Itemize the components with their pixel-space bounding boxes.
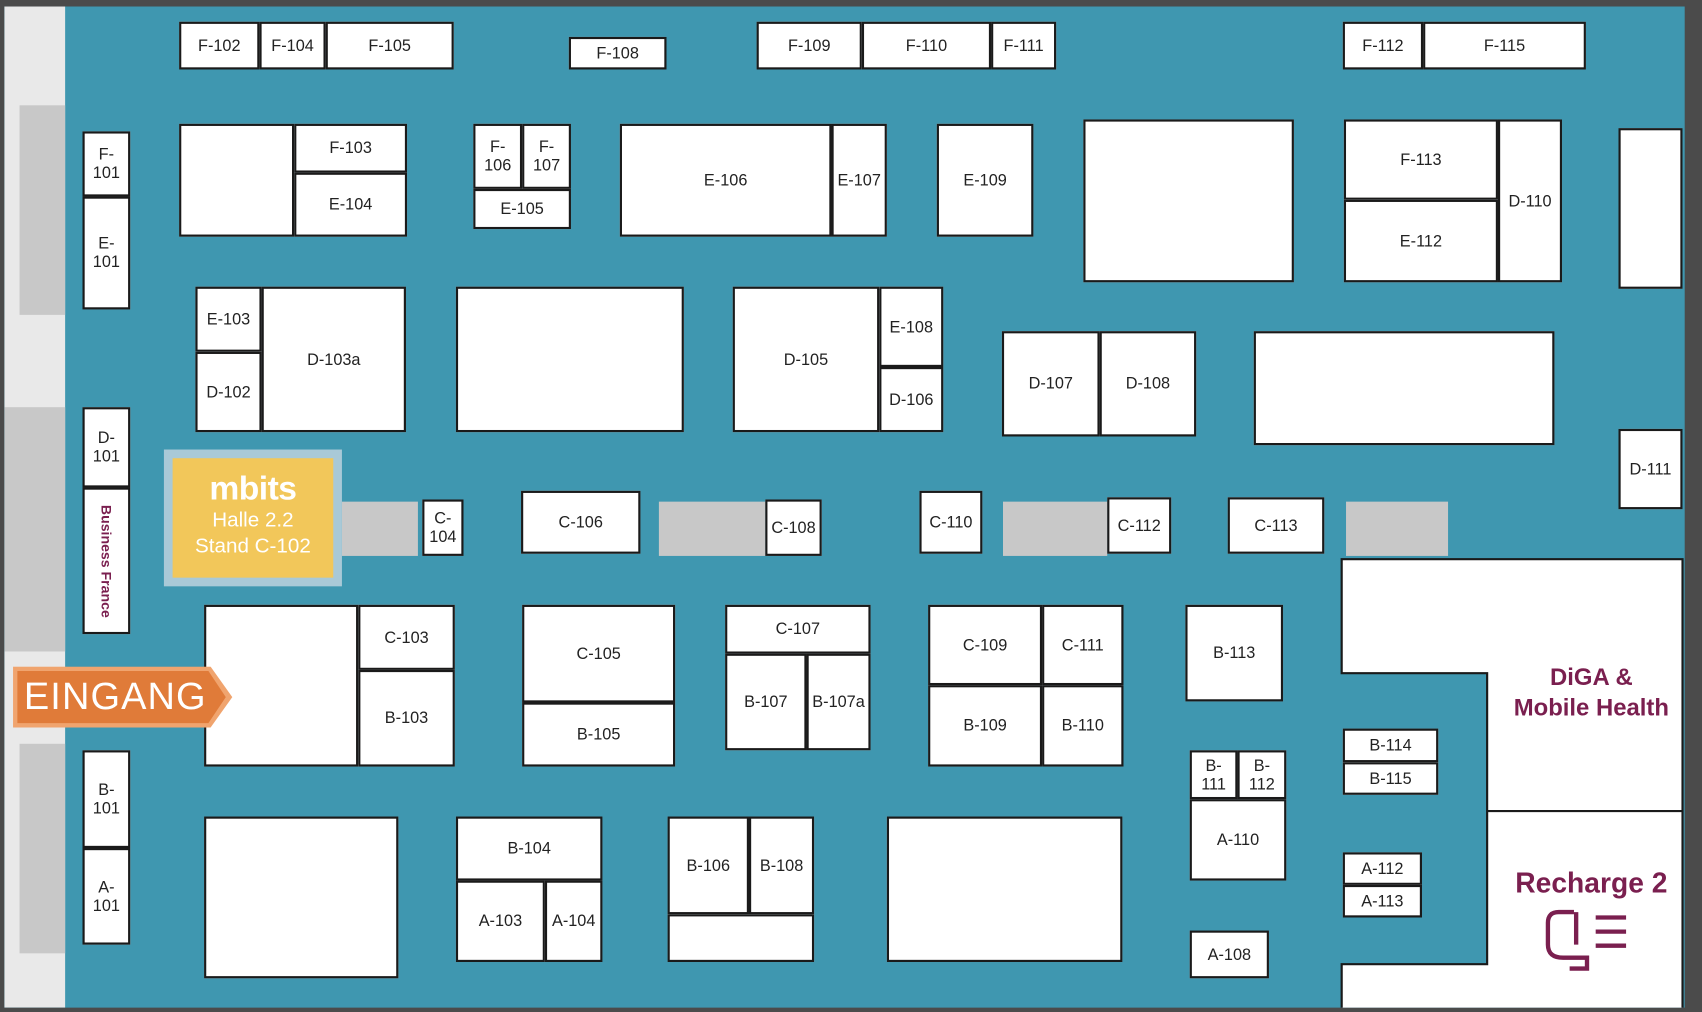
mbits-logo: mbits — [209, 469, 297, 508]
booth-e-107[interactable]: E-107 — [831, 123, 887, 237]
booth-d-105[interactable]: D-105 — [732, 286, 880, 433]
recharge-icon — [1545, 909, 1627, 971]
booth-a-104[interactable]: A-104 — [544, 880, 603, 963]
booth-b-112[interactable]: B- 112 — [1237, 750, 1287, 800]
booth-f-103[interactable]: F-103 — [294, 123, 408, 173]
booth-f-113[interactable]: F-113 — [1343, 119, 1498, 200]
booth-f-109[interactable]: F-109 — [756, 21, 862, 70]
booth-e-112[interactable]: E-112 — [1343, 199, 1498, 283]
booth-c-110[interactable]: C-110 — [919, 490, 983, 554]
booth-f-108[interactable]: F-108 — [568, 36, 667, 70]
booth-f-105[interactable]: F-105 — [325, 21, 454, 70]
booth-f-101[interactable]: F- 101 — [82, 131, 131, 197]
booth-b-105[interactable]: B-105 — [522, 702, 676, 767]
booth-b-101[interactable]: B- 101 — [82, 750, 131, 849]
booth-c-113[interactable]: C-113 — [1227, 497, 1325, 554]
booth-b-111[interactable]: B- 111 — [1189, 750, 1238, 800]
aisle-area — [658, 501, 766, 556]
booth-a-103[interactable]: A-103 — [455, 880, 545, 963]
booth-b-108[interactable]: B-108 — [748, 816, 815, 915]
aisle-area — [341, 501, 418, 556]
zone-diga-mobile-health[interactable]: DiGA & Mobile Health — [1513, 663, 1669, 721]
booth-c-107[interactable]: C-107 — [725, 604, 871, 654]
booth-b-114[interactable]: B-114 — [1342, 728, 1439, 763]
zone-outline — [1340, 558, 1684, 1008]
booth-a-113[interactable]: A-113 — [1342, 884, 1423, 918]
booth-e-103[interactable]: E-103 — [195, 286, 262, 352]
booth-unlabeled[interactable] — [204, 816, 399, 979]
booth-c-109[interactable]: C-109 — [928, 604, 1043, 686]
booth-b-115[interactable]: B-115 — [1342, 762, 1439, 795]
booth-c-112[interactable]: C-112 — [1107, 497, 1172, 554]
booth-unlabeled[interactable] — [1083, 119, 1294, 283]
booth-unlabeled[interactable] — [455, 286, 684, 433]
booth-unlabeled[interactable] — [179, 123, 295, 237]
booth-b-110[interactable]: B-110 — [1042, 685, 1124, 767]
booth-d-102[interactable]: D-102 — [195, 351, 262, 433]
booth-a-101[interactable]: A- 101 — [82, 848, 131, 945]
booth-unlabeled[interactable] — [1253, 331, 1555, 446]
booth-c-105[interactable]: C-105 — [522, 604, 676, 703]
booth-e-106[interactable]: E-106 — [619, 123, 832, 237]
booth-d-103a[interactable]: D-103a — [261, 286, 406, 433]
side-area — [19, 743, 66, 954]
booth-f-111[interactable]: F-111 — [991, 21, 1057, 70]
aisle-area — [1346, 501, 1449, 556]
booth-f-115[interactable]: F-115 — [1423, 21, 1586, 70]
booth-e-104[interactable]: E-104 — [294, 172, 408, 237]
side-area — [19, 105, 66, 315]
booth-unlabeled[interactable] — [667, 914, 815, 963]
booth-c-111[interactable]: C-111 — [1042, 604, 1124, 686]
booth-a-108[interactable]: A-108 — [1189, 930, 1269, 979]
booth-a-112[interactable]: A-112 — [1342, 852, 1423, 885]
booth-d-101[interactable]: D- 101 — [82, 407, 131, 488]
booth-b-107a[interactable]: B-107a — [806, 653, 871, 751]
zone-recharge[interactable]: Recharge 2 — [1515, 866, 1668, 900]
entrance-label: EINGANG — [23, 675, 207, 718]
booth-f-107[interactable]: F- 107 — [522, 123, 571, 189]
booth-b-107[interactable]: B-107 — [725, 653, 807, 751]
booth-c-103[interactable]: C-103 — [358, 604, 455, 670]
booth-c-104[interactable]: C- 104 — [422, 499, 464, 556]
booth-unlabeled[interactable] — [1618, 128, 1683, 289]
business-france-label: Business France — [98, 504, 115, 618]
booth-unlabeled[interactable] — [886, 816, 1123, 963]
hall-label: Halle 2.2 — [212, 509, 294, 533]
stand-label: Stand C-102 — [195, 535, 311, 559]
booth-b-106[interactable]: B-106 — [667, 816, 749, 915]
booth-f-102[interactable]: F-102 — [179, 21, 260, 70]
booth-e-101[interactable]: E- 101 — [82, 196, 131, 310]
booth-b-113[interactable]: B-113 — [1185, 604, 1284, 702]
booth-d-108[interactable]: D-108 — [1099, 331, 1197, 437]
booth-d-106[interactable]: D-106 — [879, 367, 944, 433]
booth-d-111[interactable]: D-111 — [1618, 428, 1683, 510]
booth-c-108[interactable]: C-108 — [765, 499, 822, 556]
booth-business-france[interactable]: Business France — [82, 487, 131, 635]
side-area — [4, 407, 66, 652]
booth-b-104[interactable]: B-104 — [455, 816, 603, 881]
booth-a-110[interactable]: A-110 — [1189, 799, 1287, 881]
booth-e-105[interactable]: E-105 — [473, 188, 571, 230]
booth-b-109[interactable]: B-109 — [928, 685, 1043, 767]
booth-unlabeled[interactable] — [204, 604, 359, 767]
booth-b-103[interactable]: B-103 — [358, 669, 455, 767]
booth-e-109[interactable]: E-109 — [936, 123, 1034, 237]
booth-d-110[interactable]: D-110 — [1497, 119, 1563, 283]
booth-d-107[interactable]: D-107 — [1001, 331, 1100, 437]
booth-f-110[interactable]: F-110 — [861, 21, 992, 70]
booth-f-106[interactable]: F- 106 — [473, 123, 523, 189]
booth-f-112[interactable]: F-112 — [1342, 21, 1424, 70]
aisle-area — [1003, 501, 1108, 556]
highlight-stand[interactable]: mbits Halle 2.2 Stand C-102 — [163, 449, 342, 587]
booth-e-108[interactable]: E-108 — [879, 286, 944, 368]
booth-c-106[interactable]: C-106 — [521, 490, 641, 554]
booth-f-104[interactable]: F-104 — [259, 21, 326, 70]
